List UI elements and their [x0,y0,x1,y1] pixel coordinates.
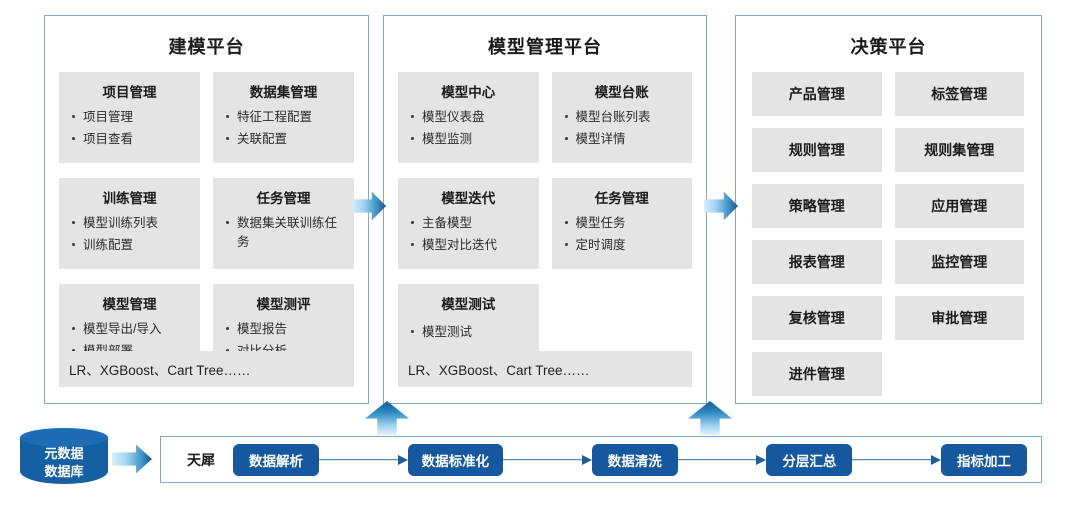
group-card-project-management[interactable]: 项目管理 项目管理 项目查看 [59,72,200,163]
list-item[interactable]: 模型报告 [226,320,346,339]
group-card-list: 模型测试 [406,323,531,342]
group-card-task-management[interactable]: 任务管理 数据集关联训练任务 [213,177,354,269]
tile-application-management[interactable]: 应用管理 [894,184,1024,228]
decision-tile-grid: 产品管理 标签管理 规则管理 规则集管理 策略管理 应用管理 报表管理 监控管理… [752,72,1025,396]
group-card-title: 训练管理 [102,190,157,206]
group-card-title: 任务管理 [256,190,311,206]
pipeline-connector-arrow-icon-2 [503,455,592,465]
group-card-list: 主备模型 模型对比迭代 [406,214,531,256]
group-card-list: 模型台账列表 模型详情 [560,108,685,150]
list-item[interactable]: 模型任务 [564,214,685,233]
pipeline-step-data-standardization[interactable]: 数据标准化 [407,443,504,476]
pipeline-connector-arrow-icon-3 [678,455,767,465]
metadata-database-cylinder: 元数据 数据库 [20,428,108,492]
right-arrow-icon-db-to-pipeline [112,444,152,474]
model-mgmt-group-row-1: 模型中心 模型仪表盘 模型监测 模型台账 模型台账列表 模型详情 [398,72,692,163]
group-card-list: 模型仪表盘 模型监测 [406,108,531,150]
list-item[interactable]: 主备模型 [411,214,531,233]
group-card-title: 模型台账 [594,85,649,100]
panel-title-modeling: 建模平台 [168,37,245,57]
panel-title-decision: 决策平台 [850,37,927,57]
modeling-group-row-1: 项目管理 项目管理 项目查看 数据集管理 特征工程配置 关联配置 [59,72,354,163]
group-card-task-management[interactable]: 任务管理 模型任务 定时调度 [551,177,692,269]
group-card-list: 模型任务 定时调度 [560,214,685,256]
metadata-database-label-line1: 元数据 [44,446,84,461]
group-card-model-center[interactable]: 模型中心 模型仪表盘 模型监测 [398,72,539,163]
list-item[interactable]: 模型测试 [411,323,531,342]
tile-rule-management[interactable]: 规则管理 [752,128,882,172]
pipeline-connector-arrow-icon-1 [319,455,408,465]
panel-title-model-management: 模型管理平台 [488,37,602,57]
pipeline-connector-arrow-icon-4 [852,455,941,465]
panel-modeling-platform: 建模平台 项目管理 项目管理 项目查看 数据集管理 特征工程配置 关联配置 训练… [44,15,369,404]
group-card-title: 数据集管理 [249,85,318,100]
tile-monitoring-management[interactable]: 监控管理 [894,240,1024,284]
tile-product-management[interactable]: 产品管理 [752,72,882,116]
pipeline-step-data-parsing[interactable]: 数据解析 [233,443,319,476]
list-item[interactable]: 模型监测 [411,130,531,149]
list-item[interactable]: 关联配置 [226,130,346,149]
list-item[interactable]: 项目查看 [72,130,192,149]
metadata-database-label: 元数据 数据库 [20,445,108,480]
list-item[interactable]: 模型台账列表 [564,108,685,127]
list-item[interactable]: 模型对比迭代 [411,236,531,255]
group-card-model-iteration[interactable]: 模型迭代 主备模型 模型对比迭代 [398,177,539,269]
pipeline-step-data-cleaning[interactable]: 数据清洗 [591,443,678,476]
pipeline-steps: 数据解析 数据标准化 数据清洗 分层汇总 指标加工 [233,443,1027,476]
group-card-title: 模型测试 [441,296,496,312]
list-item[interactable]: 项目管理 [72,108,192,127]
group-card-model-ledger[interactable]: 模型台账 模型台账列表 模型详情 [551,72,692,163]
group-card-title: 模型测评 [256,296,311,312]
model-mgmt-algorithms-bar: LR、XGBoost、Cart Tree…… [398,351,692,387]
pipeline-step-layered-aggregation[interactable]: 分层汇总 [766,443,853,476]
tile-ruleset-management[interactable]: 规则集管理 [894,128,1024,172]
tile-label-management[interactable]: 标签管理 [894,72,1024,116]
modeling-algorithms-bar: LR、XGBoost、Cart Tree…… [59,351,354,387]
group-card-title: 项目管理 [102,85,157,100]
list-item[interactable]: 定时调度 [564,236,685,255]
metadata-database-label-line2: 数据库 [44,463,84,479]
group-card-title: 模型管理 [102,296,157,312]
tile-strategy-management[interactable]: 策略管理 [752,184,882,228]
group-card-model-test[interactable]: 模型测试 模型测试 [398,283,539,355]
list-item[interactable]: 模型仪表盘 [411,108,531,127]
list-item[interactable]: 数据集关联训练任务 [226,214,346,253]
up-arrow-icon-pipeline-to-modeling [365,401,409,435]
group-card-title: 任务管理 [594,190,649,206]
list-item[interactable]: 模型导出/导入 [72,320,192,339]
group-card-list: 数据集关联训练任务 [221,214,346,253]
tile-report-management[interactable]: 报表管理 [752,240,882,284]
group-card-training-management[interactable]: 训练管理 模型训练列表 训练配置 [59,177,200,269]
tile-review-management[interactable]: 复核管理 [752,296,882,340]
group-card-list: 项目管理 项目查看 [67,108,192,150]
cylinder-top-ellipse [20,428,108,447]
right-arrow-icon-model-management-to-decision [704,191,738,221]
list-item[interactable]: 特征工程配置 [226,108,346,127]
group-card-list: 特征工程配置 关联配置 [221,108,346,150]
model-mgmt-group-grid: 模型中心 模型仪表盘 模型监测 模型台账 模型台账列表 模型详情 模型迭代 主备… [398,72,692,370]
modeling-group-grid: 项目管理 项目管理 项目查看 数据集管理 特征工程配置 关联配置 训练管理 模型… [59,72,354,389]
list-item[interactable]: 训练配置 [72,236,192,255]
modeling-group-row-2: 训练管理 模型训练列表 训练配置 任务管理 数据集关联训练任务 [59,177,354,269]
group-card-list: 模型训练列表 训练配置 [67,214,192,256]
group-card-title: 模型中心 [441,85,496,100]
modeling-group-row-3: 模型管理 模型导出/导入 模型部署 模型测评 模型报告 对比分析 [59,283,354,375]
panel-decision-platform: 决策平台 产品管理 标签管理 规则管理 规则集管理 策略管理 应用管理 报表管理… [735,15,1042,404]
pipeline-platform-label: 天犀 [187,451,215,468]
pipeline-step-metric-processing[interactable]: 指标加工 [941,443,1027,476]
tile-approval-management[interactable]: 审批管理 [894,296,1024,340]
tile-intake-management[interactable]: 进件管理 [752,352,882,396]
list-item[interactable]: 模型详情 [564,130,685,149]
model-mgmt-group-row-2: 模型迭代 主备模型 模型对比迭代 任务管理 模型任务 定时调度 [398,177,692,269]
model-mgmt-group-row-3: 模型测试 模型测试 [398,283,693,355]
group-card-placeholder [552,284,693,355]
group-card-title: 模型迭代 [441,190,496,206]
list-item[interactable]: 模型训练列表 [72,214,192,233]
panel-model-management-platform: 模型管理平台 模型中心 模型仪表盘 模型监测 模型台账 模型台账列表 模型详情 … [383,15,707,404]
group-card-dataset-management[interactable]: 数据集管理 特征工程配置 关联配置 [213,72,354,163]
data-pipeline-bar: 天犀 数据解析 数据标准化 数据清洗 分层汇总 指标加工 [160,436,1042,483]
up-arrow-icon-pipeline-to-model-management [688,401,732,435]
